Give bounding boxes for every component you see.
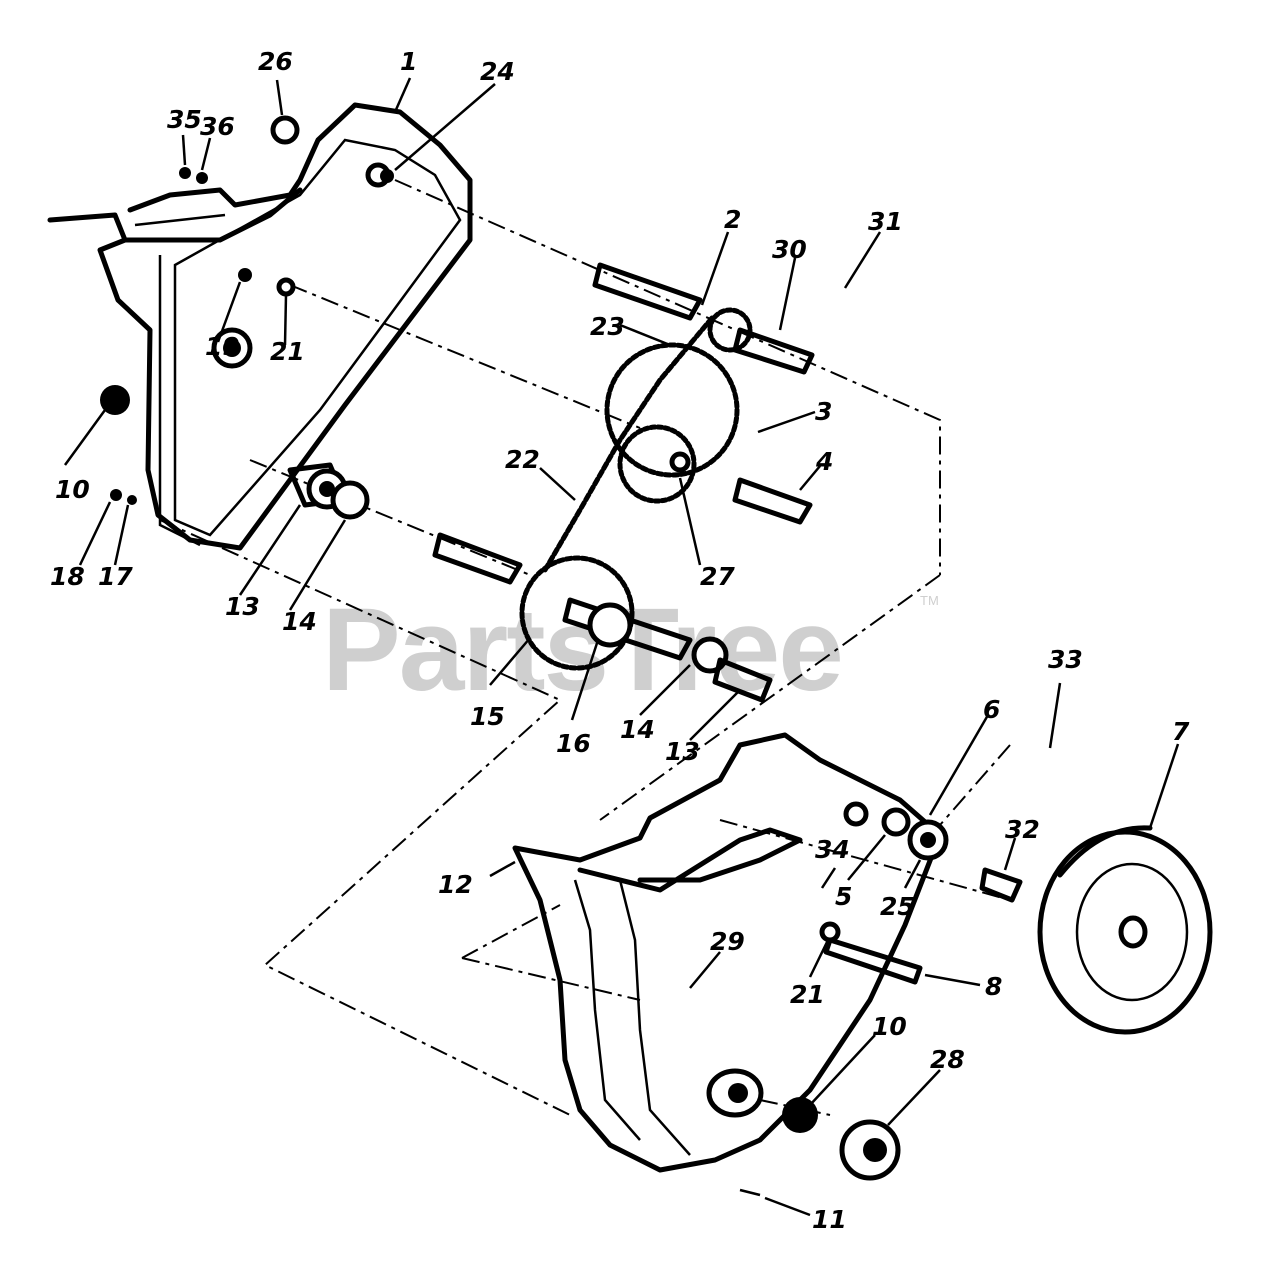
left-chain-case-housing: [47, 102, 473, 551]
label-part-2: 2: [724, 205, 741, 234]
part-number-labels: 1 2 3 4 5 6 7 8 10 10 11 12 13 13 14 14 …: [50, 47, 1190, 1234]
label-part-23: 23: [590, 312, 625, 341]
label-part-8: 8: [985, 972, 1002, 1001]
label-part-19: 19: [205, 332, 240, 361]
label-part-27: 27: [700, 562, 735, 591]
leader-lines: [63, 77, 1180, 1217]
sprockets: [306, 307, 753, 671]
label-part-11: 11: [812, 1205, 847, 1234]
label-part-10-left: 10: [55, 475, 90, 504]
label-part-14-left: 14: [282, 607, 317, 636]
label-part-3: 3: [815, 397, 832, 426]
label-part-28: 28: [930, 1045, 965, 1074]
label-part-10-right: 10: [872, 1012, 907, 1041]
label-part-14-right: 14: [620, 715, 655, 744]
label-part-16: 16: [556, 729, 591, 758]
label-part-21-right: 21: [790, 980, 825, 1009]
label-part-33: 33: [1048, 645, 1083, 674]
label-part-21-left: 21: [270, 337, 305, 366]
label-part-13-left: 13: [225, 592, 260, 621]
label-part-12: 12: [438, 870, 473, 899]
label-part-24: 24: [480, 57, 515, 86]
right-chain-case-housing: [512, 732, 943, 1173]
label-part-26: 26: [258, 47, 293, 76]
label-part-32: 32: [1005, 815, 1040, 844]
label-part-15: 15: [470, 702, 505, 731]
label-part-18: 18: [50, 562, 85, 591]
drive-chain: [542, 315, 715, 573]
pulley-wheel: [1037, 825, 1213, 1035]
label-part-36: 36: [200, 112, 235, 141]
watermark-tm: TM: [920, 593, 939, 608]
label-part-4: 4: [815, 447, 833, 476]
label-part-34: 34: [815, 835, 850, 864]
label-part-30: 30: [772, 235, 807, 264]
label-part-5: 5: [835, 882, 852, 911]
shafts: [287, 262, 923, 985]
label-part-31: 31: [868, 207, 903, 236]
label-part-7: 7: [1172, 717, 1190, 746]
label-part-35: 35: [167, 105, 202, 134]
label-part-25: 25: [880, 892, 915, 921]
label-part-6: 6: [983, 695, 1000, 724]
label-part-1: 1: [400, 47, 417, 76]
label-part-29: 29: [710, 927, 745, 956]
small-hardware: [100, 115, 1023, 1197]
label-part-13-right: 13: [665, 737, 700, 766]
label-part-22: 22: [505, 445, 540, 474]
label-part-17: 17: [98, 562, 133, 591]
